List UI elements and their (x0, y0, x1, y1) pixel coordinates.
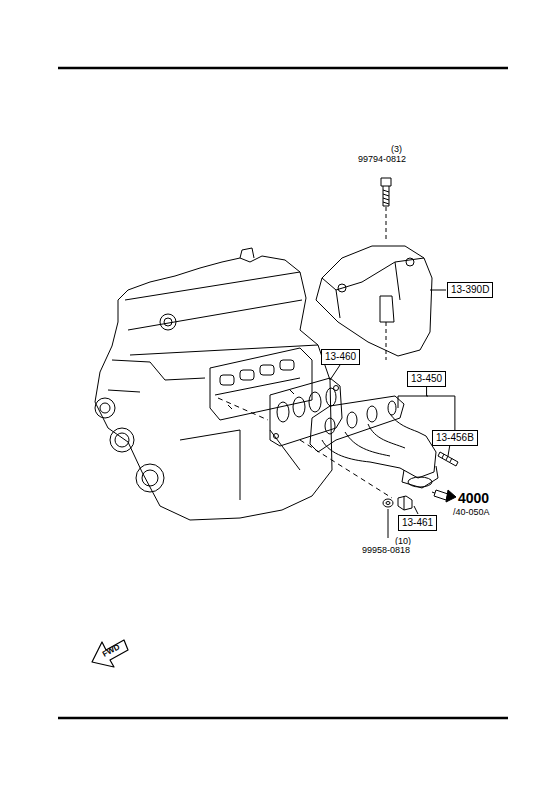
exhaust-manifold-stroke (408, 477, 432, 487)
engine-stroke (95, 398, 115, 418)
engine (95, 248, 332, 520)
gasket-stroke (309, 392, 321, 412)
leader-line (398, 396, 428, 397)
part-number: 13-460 (325, 351, 356, 363)
part-number: 13-461 (402, 517, 433, 529)
reference-arrow-stroke (446, 490, 456, 502)
leader-line (388, 509, 389, 538)
callout-label: 4000 (457, 490, 490, 506)
exhaust-manifold-stroke (347, 412, 357, 428)
engine-stroke (108, 360, 205, 392)
gasket-stroke (334, 386, 339, 391)
bracket-line (427, 387, 455, 430)
heat-shield-stroke (316, 246, 432, 356)
rule (58, 67, 508, 70)
illustration-stroke-stroke (300, 440, 392, 498)
engine-stroke (164, 318, 172, 326)
gasket-stroke (277, 402, 289, 422)
callout-label: 99958-0818 (361, 545, 411, 556)
exhaust-manifold-stroke (400, 432, 436, 478)
heat-shield-stroke (386, 322, 387, 360)
heat-shield-stroke (380, 296, 394, 322)
bolt (381, 178, 391, 240)
reference-arrow-stroke (434, 490, 448, 500)
callout-label: 99794-0812 (357, 154, 407, 165)
engine-stroke (280, 360, 294, 370)
part-number-box: 13-450 (407, 371, 446, 387)
stud-stroke (442, 454, 452, 462)
gasket-stroke (274, 434, 279, 439)
engine-stroke (100, 403, 110, 413)
reference-arrow (432, 490, 456, 502)
engine-stroke (110, 428, 134, 452)
exhaust-manifold-stroke (388, 401, 396, 415)
nut-washer-stroke (383, 499, 393, 507)
engine-stroke (240, 248, 254, 258)
exhaust-manifold (310, 396, 438, 488)
nut-washer-stroke (404, 496, 405, 510)
exhaust-manifold-stroke (325, 418, 335, 434)
bolt-stroke (386, 207, 387, 240)
engine-stroke (180, 430, 300, 500)
part-number-box: 13-460 (321, 349, 360, 365)
heat-shield (316, 246, 446, 360)
heat-shield-stroke (322, 258, 424, 290)
gasket-stroke (293, 397, 305, 417)
part-number: 13-456B (436, 432, 474, 444)
bolt-stroke (383, 186, 389, 206)
engine-stroke (220, 375, 234, 385)
leader-line (414, 506, 418, 514)
engine-stroke (210, 348, 312, 420)
engine-stroke (240, 370, 254, 380)
leader-line (398, 396, 399, 408)
callout-label: /40-050A (452, 507, 491, 518)
rule (58, 717, 508, 720)
nut-washer-stroke (386, 502, 390, 505)
heat-shield-stroke (336, 262, 400, 318)
part-number: 13-390D (451, 284, 489, 296)
bolt-stroke (381, 178, 391, 186)
engine-stroke (136, 464, 164, 492)
heat-shield-stroke (406, 258, 414, 266)
exhaust-manifold-stroke (367, 406, 377, 422)
part-number-box: 13-390D (447, 282, 493, 298)
engine-stroke (260, 365, 274, 375)
heat-shield-stroke (338, 284, 346, 292)
exhaust-manifold-stroke (402, 466, 438, 488)
leader-line (330, 365, 340, 380)
part-number-box: 13-456B (432, 430, 478, 446)
bolt-stroke (383, 190, 389, 204)
leader-line (430, 290, 446, 291)
gasket-stroke (326, 388, 336, 406)
fwd-arrow-icon (92, 640, 128, 667)
exhaust-manifold-stroke (322, 414, 418, 468)
stud (438, 444, 458, 466)
engine-stroke (142, 470, 158, 486)
engine-stroke (125, 272, 318, 355)
nut-washer-stroke (398, 496, 412, 510)
illustration-stroke (58, 68, 508, 718)
illustration-stroke-stroke (218, 398, 268, 420)
part-number: 13-450 (411, 373, 442, 385)
fwd-arrow-icon-stroke (92, 640, 128, 667)
gasket-stroke (270, 378, 342, 446)
engine-stroke (160, 314, 176, 330)
part-number-box: 13-461 (398, 515, 437, 531)
engine-stroke (115, 433, 129, 447)
